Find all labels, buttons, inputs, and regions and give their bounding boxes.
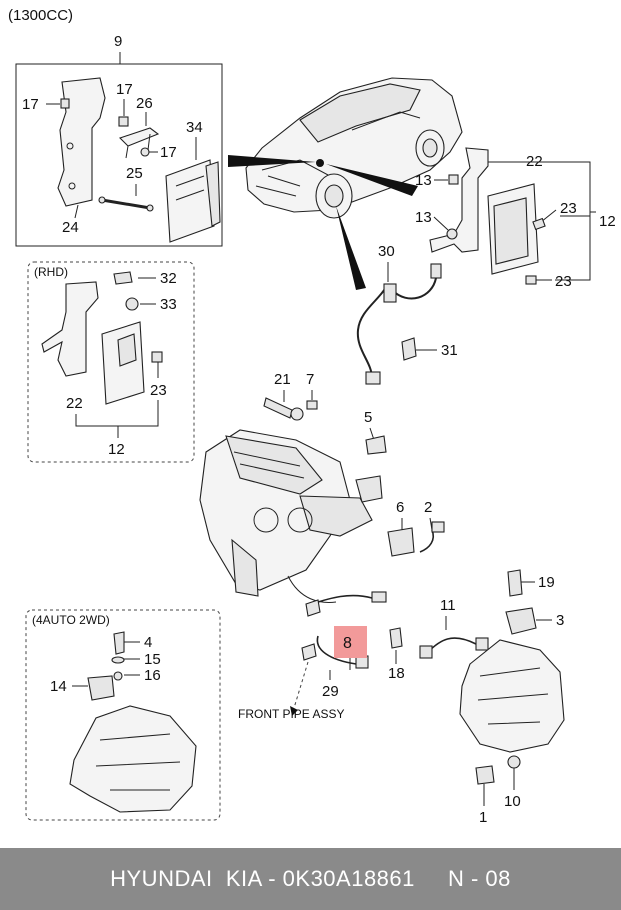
callout-23a: 23 — [560, 200, 577, 217]
callout-18: 18 — [388, 665, 405, 682]
callout-15: 15 — [144, 651, 161, 668]
pointer-wedge-right — [326, 164, 418, 196]
callout-2: 2 — [424, 499, 432, 516]
callout-32: 32 — [160, 270, 177, 287]
callout-10: 10 — [504, 793, 521, 810]
callout-23c: 23 — [150, 382, 167, 399]
callout-21: 21 — [274, 371, 291, 388]
callout-11: 11 — [440, 597, 456, 614]
ecu-bracket — [57, 77, 106, 207]
callout-19: 19 — [538, 574, 555, 591]
callout-14: 14 — [50, 678, 67, 695]
callout-29: 29 — [322, 683, 339, 700]
callout-1: 1 — [479, 809, 487, 826]
callout-33: 33 — [160, 296, 177, 313]
pointer-wedge-left — [228, 155, 316, 167]
parts-diagram: (1300CC) 9 24 17 17 26 17 25 34 — [8, 7, 616, 826]
ecu-module — [165, 159, 215, 243]
callout-5: 5 — [364, 409, 372, 426]
callout-13a: 13 — [415, 172, 432, 189]
sensor-callouts-upper: 21 7 5 6 2 — [263, 371, 445, 557]
engine-assembly — [199, 429, 373, 603]
callout-13b: 13 — [415, 209, 432, 226]
callout-3: 3 — [556, 612, 564, 629]
rhd-box: (RHD) 32 33 23 22 12 — [27, 261, 195, 463]
callout-31: 31 — [441, 342, 458, 359]
footer-bar: HYUNDAI KIA - 0K30A18861 N - 08 — [0, 848, 621, 910]
tcm-bracket — [429, 147, 489, 253]
callout-26: 26 — [136, 95, 153, 112]
callout-6: 6 — [396, 499, 404, 516]
rhd-title: (RHD) — [34, 265, 68, 279]
callout-4: 4 — [144, 634, 152, 651]
callout-12a: 12 — [599, 213, 616, 230]
callout-9: 9 — [114, 33, 122, 50]
auto-2wd-box: (4AUTO 2WD) 4 15 16 14 — [25, 609, 221, 821]
engine-note: (1300CC) — [8, 7, 73, 24]
callout-7: 7 — [306, 371, 314, 388]
highlight-box — [334, 626, 367, 658]
callout-17a: 17 — [22, 96, 39, 113]
ecu-bracket-group: 9 24 17 17 26 17 25 34 — [15, 33, 223, 247]
oxygen-sensor-group: 29 FRONT PIPE ASSY — [238, 591, 387, 721]
mount-plate — [118, 127, 160, 147]
callout-25: 25 — [126, 165, 143, 182]
transmission-case — [459, 639, 565, 753]
transmission-group: 19 3 11 18 10 1 — [388, 569, 565, 826]
auto-2wd-title: (4AUTO 2WD) — [32, 613, 110, 627]
callout-23b: 23 — [555, 273, 572, 290]
vehicle-illustration — [228, 77, 463, 290]
tcm-bracket-group: 22 12 13 13 23 23 — [415, 147, 616, 290]
callout-17c: 17 — [160, 144, 177, 161]
callout-30: 30 — [378, 243, 395, 260]
callout-34: 34 — [186, 119, 203, 136]
callout-8: 8 — [343, 635, 352, 652]
callout-16: 16 — [144, 667, 161, 684]
wheel-sensor-harness: 30 31 — [356, 243, 458, 385]
rhd-bracket — [41, 281, 99, 377]
footer-text: HYUNDAI KIA - 0K30A18861 N - 08 — [110, 866, 511, 891]
callout-17b: 17 — [116, 81, 133, 98]
callout-12b: 12 — [108, 441, 125, 458]
callout-22b: 22 — [66, 395, 83, 412]
callout-24: 24 — [62, 219, 79, 236]
front-pipe-label: FRONT PIPE ASSY — [238, 707, 344, 721]
pointer-wedge-down — [336, 206, 366, 290]
